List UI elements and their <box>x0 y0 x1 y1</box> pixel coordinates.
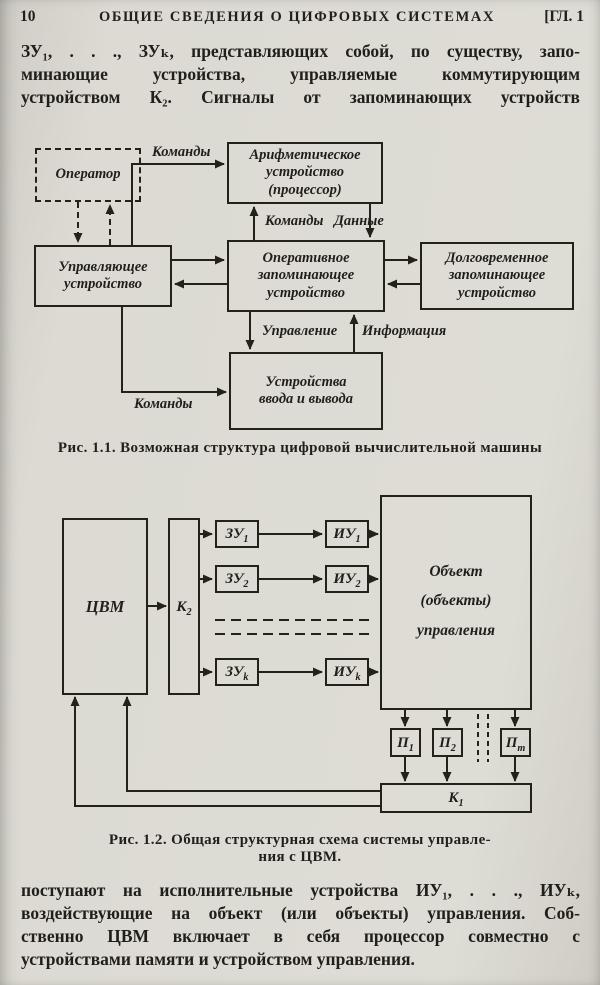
figure-1-1: Оператор Арифметическое устройство (проц… <box>22 140 578 436</box>
fig2-box-iuk: ИУk <box>325 658 369 686</box>
fig2-box-k1: К1 <box>380 783 532 813</box>
text-line: устройством К₂. Сигналы от запоминающих … <box>21 87 580 107</box>
fig2-box-zu1-label: ЗУ1 <box>225 526 249 545</box>
text-line: ЗУ₁, . . ., ЗУₖ, представляющих собой, п… <box>21 41 580 61</box>
arrow-control-to-alu-commands <box>131 159 225 245</box>
fig1-label-commands-mid: Команды <box>265 213 324 229</box>
fig2-box-iu1: ИУ1 <box>325 520 369 548</box>
fig2-box-zu2-label: ЗУ2 <box>225 571 249 590</box>
fig2-box-zuk-label: ЗУk <box>225 664 249 683</box>
paragraph-top: ЗУ₁, . . ., ЗУₖ, представляющих собой, п… <box>21 40 580 109</box>
fig1-box-alu: Арифметическое устройство (процессор) <box>227 142 383 204</box>
fig1-caption: Рис. 1.1. Возможная структура цифровой в… <box>57 440 543 456</box>
fig1-box-ram-label: Оперативное запоминающее устройство <box>257 249 355 301</box>
fig2-arrows <box>70 529 520 807</box>
arrow-k1-to-cvm-outer <box>70 696 380 807</box>
fig1-box-operator-label: Оператор <box>55 166 121 183</box>
text-line: воздействующие на объект (или объекты) у… <box>21 903 580 923</box>
fig1-box-io-label: Устройства ввода и вывода <box>259 373 353 407</box>
fig2-box-iu2: ИУ2 <box>325 565 369 593</box>
fig2-box-p1-label: П1 <box>397 734 414 754</box>
figure-1-2: ЦВМ К2 ЗУ1 ИУ1 ЗУ2 ИУ2 ЗУk ИУk Объект (о… <box>22 488 578 818</box>
fig1-box-io: Устройства ввода и вывода <box>229 352 383 430</box>
fig2-box-p2: П2 <box>432 728 463 757</box>
fig1-box-longterm: Долговременное запоминающее устройство <box>420 242 574 310</box>
fig2-caption: Рис. 1.2. Общая структурная схема систем… <box>0 832 600 866</box>
chapter-reference: [ГЛ. 1 <box>544 8 584 25</box>
fig2-box-k1-label: К1 <box>448 790 464 809</box>
fig2-box-cvm-label: ЦВМ <box>85 596 125 616</box>
fig2-caption-line1: Рис. 1.2. Общая структурная схема систем… <box>108 832 492 848</box>
text-line: поступают на исполнительные устройства И… <box>21 880 580 900</box>
fig2-box-iuk-label: ИУk <box>333 664 361 683</box>
text-line: минающие устройства, управляемые коммути… <box>21 64 580 84</box>
fig1-box-control-label: Управляющее устройство <box>58 258 148 292</box>
text-line: устройствами памяти и устройством управл… <box>21 949 415 969</box>
header-title: ОБЩИЕ СВЕДЕНИЯ О ЦИФРОВЫХ СИСТЕМАХ <box>98 9 496 25</box>
fig1-label-information: Информация <box>362 323 447 339</box>
fig2-box-k2: К2 <box>168 518 200 695</box>
running-head: 10 ОБЩИЕ СВЕДЕНИЯ О ЦИФРОВЫХ СИСТЕМАХ [Г… <box>20 8 584 26</box>
fig1-box-longterm-label: Долговременное запоминающее устройство <box>445 249 549 301</box>
fig2-box-object: Объект (объекты) управления <box>380 495 532 710</box>
fig2-box-iu2-label: ИУ2 <box>333 571 361 590</box>
fig2-box-pm: Пm <box>500 728 531 757</box>
fig2-box-cvm: ЦВМ <box>62 518 148 695</box>
fig2-box-p1: П1 <box>390 728 421 757</box>
fig2-box-zu1: ЗУ1 <box>215 520 259 548</box>
fig1-box-operator: Оператор <box>35 148 141 202</box>
paragraph-bottom: поступают на исполнительные устройства И… <box>21 879 580 971</box>
page-number: 10 <box>20 8 36 25</box>
fig2-box-object-label: Объект (объекты) управления <box>417 563 495 639</box>
fig1-label-control-signal: Управление <box>262 323 338 339</box>
fig2-box-zu2: ЗУ2 <box>215 565 259 593</box>
fig1-box-control: Управляющее устройство <box>34 245 172 307</box>
fig1-box-alu-label: Арифметическое устройство (процессор) <box>249 146 361 198</box>
fig2-box-pm-label: Пm <box>505 734 526 754</box>
fig1-box-ram: Оперативное запоминающее устройство <box>227 240 385 312</box>
fig1-label-commands-top: Команды <box>152 144 211 160</box>
fig2-box-zuk: ЗУk <box>215 658 259 686</box>
text-line: ственно ЦВМ включает в себя процессор со… <box>21 926 580 946</box>
arrow-k1-to-cvm-inner <box>122 696 380 792</box>
fig1-arrows <box>73 159 420 397</box>
fig2-box-k2-label: К2 <box>176 598 192 618</box>
fig2-box-iu1-label: ИУ1 <box>333 526 361 545</box>
fig2-caption-line2: ния с ЦВМ. <box>258 849 342 865</box>
fig2-box-p2-label: П2 <box>439 734 456 754</box>
fig1-label-commands-bottom: Команды <box>134 396 193 412</box>
arrow-control-to-io-commands <box>121 307 227 397</box>
fig1-label-data: Данные <box>334 213 384 229</box>
